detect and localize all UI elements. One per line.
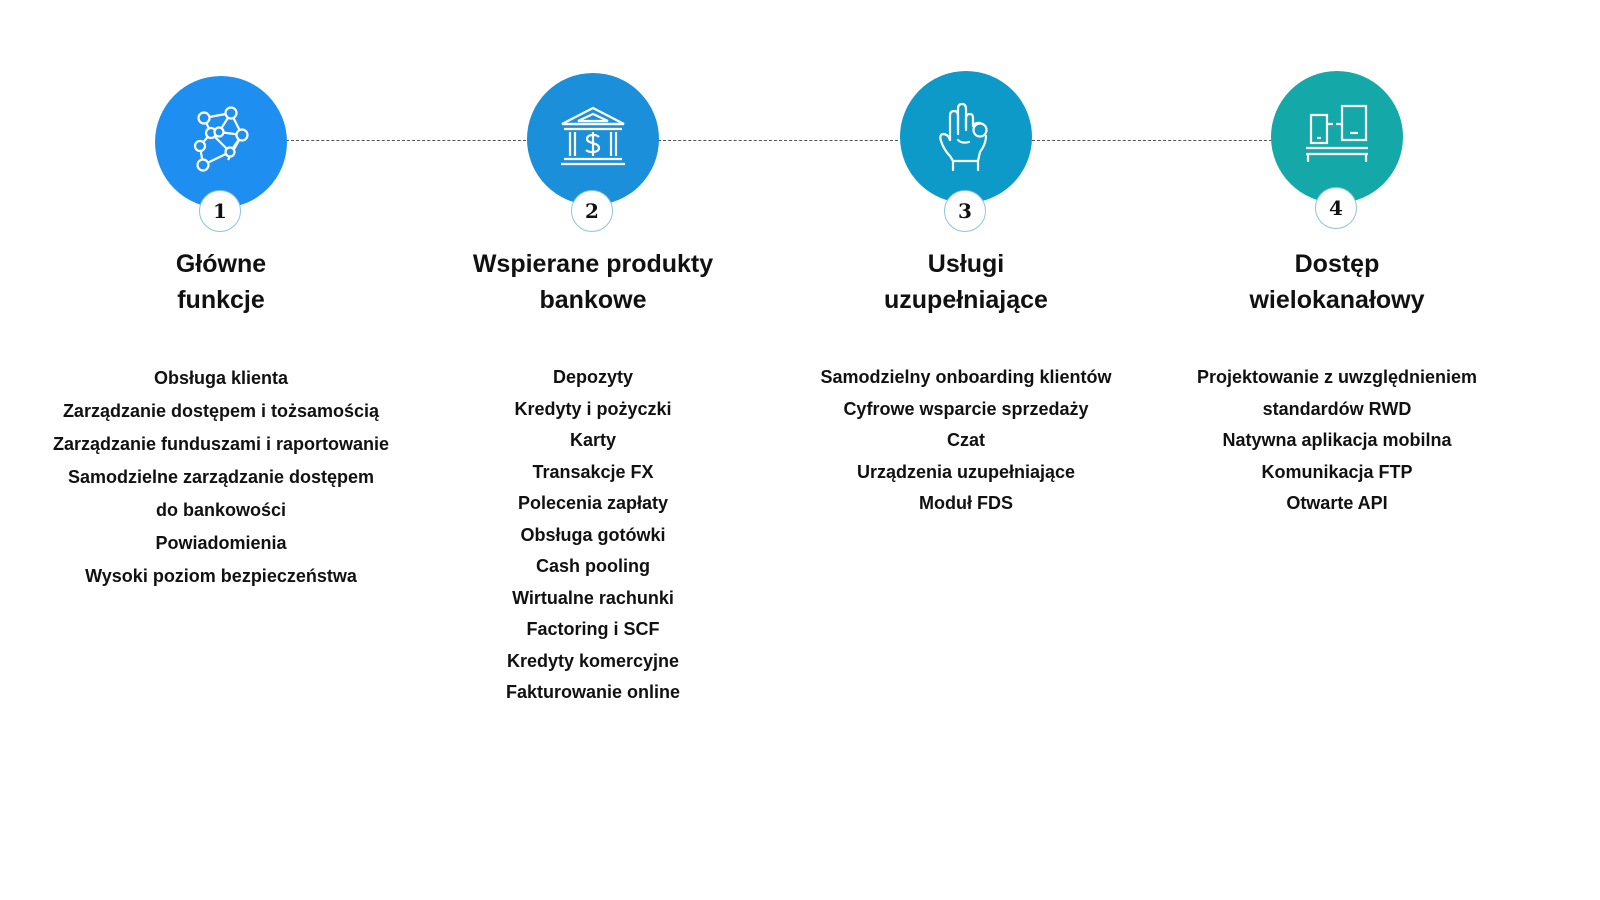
step-item-list: Depozyty Kredyty i pożyczki Karty Transa… bbox=[403, 362, 783, 709]
step-title-line: bankowe bbox=[539, 286, 647, 314]
list-item: Transakcje FX bbox=[532, 461, 654, 482]
step-number-badge: 3 bbox=[944, 190, 986, 232]
list-item: Wysoki poziom bezpieczeństwa bbox=[85, 566, 357, 586]
step-title-line: Usługi bbox=[927, 250, 1005, 278]
list-item: Moduł FDS bbox=[919, 493, 1013, 513]
list-item: Kredyty komercyjne bbox=[506, 650, 680, 671]
step-title: Wspierane produkty bankowe bbox=[403, 246, 783, 318]
step-1-circle bbox=[155, 76, 287, 208]
list-item: Urządzenia uzupełniające bbox=[856, 461, 1076, 482]
step-number-badge: 4 bbox=[1315, 187, 1357, 229]
step-title-line: funkcje bbox=[177, 286, 265, 314]
step-item-list: Samodzielny onboarding klientów Cyfrowe … bbox=[776, 362, 1156, 520]
step-number-badge: 2 bbox=[571, 190, 613, 232]
connector-3-4 bbox=[1032, 140, 1272, 141]
multi-device-icon bbox=[1306, 104, 1368, 162]
step-number-badge: 1 bbox=[199, 190, 241, 232]
list-item: Zarządzanie funduszami i raportowanie bbox=[52, 434, 390, 454]
step-item-list: Projektowanie z uwzględnieniem standardó… bbox=[1147, 362, 1527, 520]
bank-icon bbox=[561, 106, 625, 166]
list-item: Karty bbox=[569, 430, 617, 450]
step-title: Dostęp wielokanałowy bbox=[1147, 246, 1527, 318]
list-item: Fakturowanie online bbox=[505, 682, 681, 702]
step-title-line: Główne bbox=[175, 250, 267, 278]
list-item: Samodzielne zarządzanie dostępem bbox=[67, 467, 375, 487]
list-item: Czat bbox=[946, 430, 985, 450]
step-title: Usługi uzupełniające bbox=[776, 246, 1156, 318]
step-item-list: Obsługa klienta Zarządzanie dostępem i t… bbox=[31, 362, 411, 593]
list-item: standardów RWD bbox=[1262, 398, 1412, 419]
step-title-line: Dostęp bbox=[1294, 250, 1380, 278]
list-item: Polecenia zapłaty bbox=[517, 493, 669, 513]
list-item: Wirtualne rachunki bbox=[512, 587, 674, 608]
list-item: Cash pooling bbox=[536, 556, 650, 576]
network-nodes-icon bbox=[193, 106, 249, 172]
step-title-line: wielokanałowy bbox=[1249, 286, 1425, 314]
list-item: Powiadomienia bbox=[155, 533, 287, 553]
list-item: Otwarte API bbox=[1286, 493, 1388, 513]
list-item: Kredyty i pożyczki bbox=[514, 398, 672, 419]
list-item: Factoring i SCF bbox=[526, 619, 660, 639]
connector-2-3 bbox=[658, 140, 898, 141]
list-item: Obsługa klienta bbox=[153, 368, 289, 388]
connector-1-2 bbox=[286, 140, 526, 141]
list-item: Cyfrowe wsparcie sprzedaży bbox=[843, 398, 1089, 419]
list-item: Samodzielny onboarding klientów bbox=[820, 367, 1112, 387]
ok-hand-icon bbox=[939, 102, 988, 172]
list-item: Obsługa gotówki bbox=[520, 524, 666, 545]
list-item: Zarządzanie dostępem i tożsamością bbox=[62, 401, 380, 421]
step-4-circle bbox=[1271, 71, 1403, 203]
list-item: Depozyty bbox=[552, 367, 633, 387]
list-item: Natywna aplikacja mobilna bbox=[1222, 430, 1452, 450]
list-item: Komunikacja FTP bbox=[1261, 461, 1413, 482]
step-title: Główne funkcje bbox=[31, 246, 411, 318]
list-item: do bankowości bbox=[155, 500, 287, 520]
step-2-circle bbox=[527, 73, 659, 205]
step-title-line: Wspierane produkty bbox=[472, 250, 714, 278]
step-3-circle bbox=[900, 71, 1032, 203]
list-item: Projektowanie z uwzględnieniem bbox=[1196, 367, 1478, 387]
step-title-line: uzupełniające bbox=[884, 286, 1048, 314]
